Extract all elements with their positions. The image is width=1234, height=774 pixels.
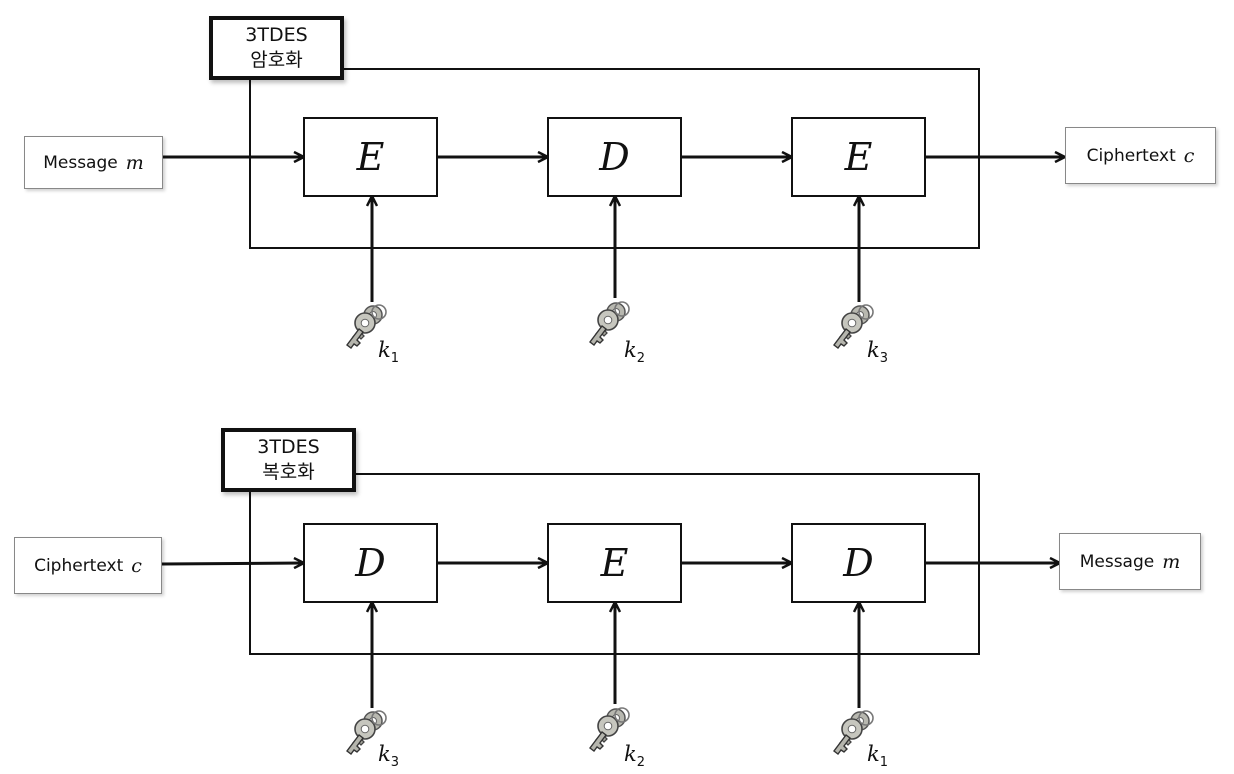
encryption-input-text: Message <box>43 152 118 173</box>
decryption-output-var: m <box>1162 550 1181 573</box>
dec-block-1: D <box>355 541 386 585</box>
dec-block-3: D <box>843 541 874 585</box>
encryption-title-line1: 3TDES <box>245 24 308 46</box>
decryption-input-var: c <box>131 554 142 577</box>
enc-block-1: E <box>356 135 385 179</box>
decryption-output-box: Message m <box>1059 533 1201 590</box>
decryption-input-box: Ciphertext c <box>14 537 162 594</box>
dec-block-2: E <box>600 541 629 585</box>
dec-block-1-rect <box>303 523 438 603</box>
encryption-output-var: c <box>1183 144 1195 167</box>
enc-block-3: E <box>844 135 873 179</box>
encryption-input-box: Message m <box>24 136 163 189</box>
dec-key-label-3: k1 <box>867 742 889 771</box>
decryption-input-text: Ciphertext <box>34 555 124 576</box>
enc-block-2: D <box>599 135 630 179</box>
encryption-input-var: m <box>125 151 144 174</box>
encryption-output-box: Ciphertext c <box>1065 127 1216 184</box>
decryption-title-line1: 3TDES <box>257 436 320 458</box>
enc-key-label-1: k1 <box>378 338 400 367</box>
dec-key-label-1: k3 <box>378 742 400 771</box>
enc-key-label-3: k3 <box>867 338 889 367</box>
encryption-title-box: 3TDES 암호화 <box>209 16 344 80</box>
enc-block-2-rect <box>547 117 682 197</box>
dec-arrow-input <box>161 563 303 564</box>
enc-key-label-2: k2 <box>624 338 646 367</box>
dec-key-label-2: k2 <box>624 742 646 771</box>
encryption-output-text: Ciphertext <box>1086 145 1176 166</box>
encryption-title-line2: 암호화 <box>250 49 303 71</box>
decryption-output-text: Message <box>1079 551 1155 572</box>
decryption-title-line2: 복호화 <box>262 461 315 483</box>
decryption-title-box: 3TDES 복호화 <box>221 428 356 492</box>
